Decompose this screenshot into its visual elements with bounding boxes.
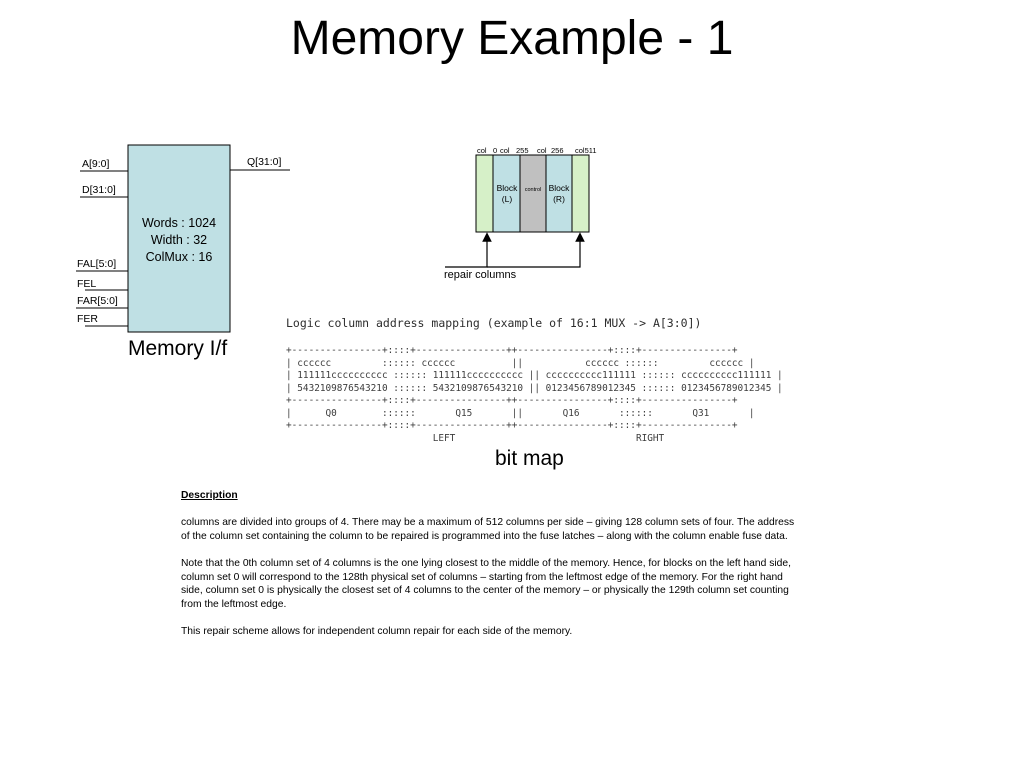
col-label-col-b: col — [500, 146, 510, 155]
right-repair-column — [571, 154, 590, 233]
slide-title: Memory Example - 1 — [290, 12, 734, 65]
block-right — [545, 154, 573, 233]
control-block — [519, 154, 547, 233]
pin-label-a: A[9:0] — [82, 158, 110, 170]
repair-arrow-right — [487, 232, 585, 268]
bitmap-line: +----------------+::::+----------------+… — [286, 345, 738, 356]
pin-label-d: D[31:0] — [82, 184, 116, 196]
column-layout-diagram: col 0 col 255 col 256 col511 Block (L) c… — [444, 146, 597, 281]
bitmap-line: +----------------+::::+----------------+… — [286, 420, 738, 431]
col-label-0: 0 — [493, 146, 497, 155]
block-right-sub: (R) — [553, 194, 565, 204]
control-label: control — [525, 187, 542, 193]
left-repair-column — [475, 154, 494, 233]
bitmap-header: Logic column address mapping (example of… — [286, 316, 702, 330]
col-label-col-c: col — [537, 146, 547, 155]
repair-columns-label: repair columns — [444, 269, 517, 281]
memory-colmux: ColMux : 16 — [146, 250, 213, 264]
description-section: Description columns are divided into gro… — [181, 489, 801, 652]
bitmap-line: | 111111cccccccccc :::::: 111111cccccccc… — [286, 370, 783, 381]
pin-label-fel: FEL — [77, 278, 96, 290]
bitmap-side-labels: LEFT RIGHT — [286, 432, 665, 444]
col-label-255: 255 — [516, 146, 529, 155]
bitmap-table: +----------------+::::+----------------+… — [286, 345, 783, 445]
memory-interface-diagram: A[9:0] D[31:0] FAL[5:0] FEL FAR[5:0] FER… — [76, 144, 290, 333]
description-paragraph: Note that the 0th column set of 4 column… — [181, 557, 791, 610]
col-label-col-a: col — [477, 146, 487, 155]
block-left-sub: (L) — [502, 194, 513, 204]
bitmap-line: +----------------+::::+----------------+… — [286, 395, 738, 406]
memory-words: Words : 1024 — [142, 216, 216, 230]
block-left — [492, 154, 521, 233]
pin-label-far: FAR[5:0] — [77, 295, 118, 307]
description-paragraph: This repair scheme allows for independen… — [181, 625, 573, 637]
bitmap-caption: bit map — [495, 447, 564, 470]
col-label-256: 256 — [551, 146, 564, 155]
pin-label-fer: FER — [77, 313, 98, 325]
block-left-label: Block — [497, 183, 519, 193]
pin-label-fal: FAL[5:0] — [77, 258, 116, 270]
memory-interface-caption: Memory I/f — [128, 337, 228, 360]
memory-width: Width : 32 — [151, 233, 207, 247]
description-heading: Description — [181, 490, 238, 501]
description-paragraph: columns are divided into groups of 4. Th… — [181, 517, 795, 542]
bitmap-line: | cccccc :::::: cccccc || cccccc :::::: … — [286, 357, 755, 369]
col-label-511: col511 — [575, 146, 597, 155]
repair-arrow-left — [445, 232, 492, 268]
pin-label-q: Q[31:0] — [247, 156, 282, 168]
bitmap-line: | 5432109876543210 :::::: 54321098765432… — [286, 382, 783, 394]
bitmap-line: | Q0 :::::: Q15 || Q16 :::::: Q31 | — [286, 407, 755, 419]
memory-block — [127, 144, 231, 333]
block-right-label: Block — [549, 183, 571, 193]
